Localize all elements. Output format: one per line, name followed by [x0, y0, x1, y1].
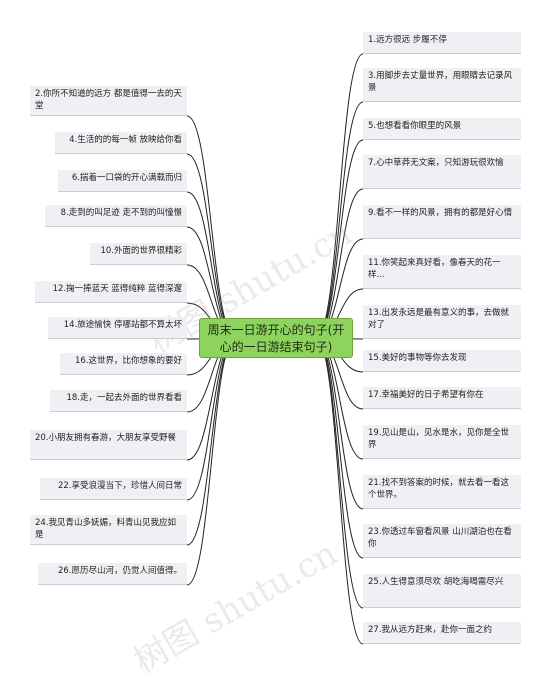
connector-line [315, 101, 364, 339]
left-branch-node[interactable]: 18.走，一起去外面的世界看看 [50, 390, 187, 412]
connector-line [315, 139, 364, 339]
right-branch-node[interactable]: 7.心中草莽无文案，只知游玩很欢愉 [363, 155, 521, 189]
right-branch-node[interactable]: 21.找不到答案的时候，就去看一看这个世界。 [363, 475, 521, 509]
right-branch-node[interactable]: 11.你笑起来真好看，像春天的花一样... [363, 255, 521, 289]
left-branch-node[interactable]: 12.掬一捧蓝天 蓝得纯粹 蓝得深邃 [35, 281, 187, 303]
left-branch-node[interactable]: 26.愿历尽山河，仍觉人间值得。 [38, 563, 187, 585]
connector-line [186, 191, 237, 339]
left-branch-node[interactable]: 22.享受浪漫当下，珍惜人间日常 [40, 478, 187, 500]
right-branch-node[interactable]: 3.用脚步去丈量世界，用眼睛去记录风景 [363, 68, 521, 102]
right-branch-node[interactable]: 25.人生得意须尽欢 胡吃海喝需尽兴 [363, 574, 521, 608]
right-branch-node[interactable]: 1.远方很远 步履不停 [363, 32, 521, 54]
right-branch-node[interactable]: 13.出发永远是最有意义的事，去做就对了 [363, 305, 521, 339]
connector-line [186, 337, 237, 501]
left-branch-node[interactable]: 6.揣着一口袋的开心满载而归 [58, 170, 187, 192]
left-branch-node[interactable]: 2.你所不知道的远方 都是值得一去的天堂 [30, 86, 187, 116]
connector-line [186, 153, 237, 339]
left-branch-node[interactable]: 20.小朋友拥有春游，大朋友享受野餐 [30, 430, 187, 460]
connector-line [186, 337, 237, 546]
connector-line [315, 188, 364, 339]
connector-line [315, 53, 364, 339]
left-branch-node[interactable]: 16.这世界，比你想象的要好 [60, 353, 187, 375]
right-branch-node[interactable]: 9.看不一样的风景，拥有的都是好心情 [363, 205, 521, 239]
right-branch-node[interactable]: 15.美好的事物等你去发现 [363, 350, 521, 372]
right-branch-node[interactable]: 19.见山是山，见水是水，见你是全世界 [363, 425, 521, 459]
left-branch-node[interactable]: 10.外面的世界很精彩 [90, 243, 187, 265]
left-branch-node[interactable]: 4.生活的的每一帧 放映给你看 [55, 132, 187, 154]
right-branch-node[interactable]: 17.幸福美好的日子希望有你在 [363, 387, 521, 409]
right-branch-node[interactable]: 5.也想看看你眼里的风景 [363, 118, 521, 140]
connector-line [315, 337, 364, 609]
right-branch-node[interactable]: 23.你透过车窗看风景 山川湖泊也在看你 [363, 524, 521, 558]
connector-line [315, 337, 364, 510]
left-branch-node[interactable]: 8.走到的叫足迹 走不到的叫憧憬 [45, 205, 187, 227]
left-branch-node[interactable]: 24.我见青山多妩媚，料青山见我应如是 [30, 515, 187, 545]
center-topic[interactable]: 周末一日游开心的句子(开心的一日游结束句子) [199, 318, 353, 358]
right-branch-node[interactable]: 27.我从远方赶来，赴你一面之约 [363, 622, 521, 644]
left-branch-node[interactable]: 14.旅途愉快 停哪站都不算太坏 [48, 317, 187, 339]
